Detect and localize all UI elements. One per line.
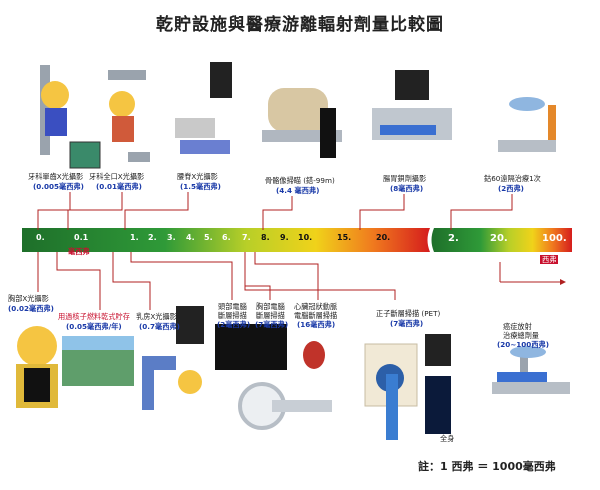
bone-scan-label: 骨骼像掃瞄 (鎝-99m)	[265, 176, 335, 185]
radiotherapy-illustration	[492, 346, 570, 394]
tick-msv-8: 7.	[242, 233, 251, 242]
tick-msv-4: 3.	[167, 233, 176, 242]
tick-sv-0: 2.	[448, 233, 459, 244]
barium-label: 腸胃鋇劑攝影	[383, 174, 427, 183]
dental-single-illustration	[40, 65, 101, 169]
chest-xray-child-illustration	[16, 326, 58, 408]
dose-scale-bar-sv	[431, 228, 572, 252]
tick-msv-12: 15.	[337, 233, 352, 242]
tick-msv-6: 5.	[204, 233, 213, 242]
chest-xray-dose: (0.02毫西弗)	[8, 304, 54, 313]
bottom-leaders	[37, 252, 560, 310]
dental-single-label: 牙科單齒X光攝影	[28, 172, 84, 181]
tick-sv-2: 100.	[542, 233, 567, 244]
lumbar-label: 腰脊X光攝影	[177, 172, 218, 181]
scale-unit-sv: 西弗	[540, 255, 559, 264]
dose-scale-bar	[22, 228, 430, 252]
cardiac-ct-dose: (16毫西弗)	[297, 320, 336, 329]
head-ct-label-1: 頭部電腦	[218, 302, 247, 311]
cobalt-dose: (2西弗)	[498, 184, 524, 193]
dental-single-dose: (0.005毫西弗)	[33, 182, 84, 191]
dry-storage-dose: (0.05毫西弗/年)	[66, 322, 122, 331]
diagram-title: 乾貯設施與醫療游離輻射劑量比較圖	[156, 15, 444, 35]
radiotherapy-dose: (20~100西弗)	[497, 340, 549, 349]
dry-storage-label: 用過核子燃料乾式貯存	[58, 312, 130, 321]
tick-msv-0: 0.	[36, 233, 45, 242]
mammo-label: 乳房X光攝影	[136, 312, 177, 321]
tick-msv-11: 10.	[298, 233, 313, 242]
cardiac-ct-label-2: 電腦斷層掃描	[294, 311, 338, 320]
tick-msv-7: 6.	[222, 233, 231, 242]
tick-msv-5: 4.	[186, 233, 195, 242]
dental-full-dose: (0.01毫西弗)	[96, 182, 142, 191]
cobalt-label: 鈷60遠隔治療1次	[484, 174, 541, 183]
top-leaders	[37, 192, 513, 230]
head-ct-dose: (2毫西弗)	[217, 320, 251, 329]
pet-label: 正子斷層掃描 (PET)	[376, 309, 441, 318]
head-ct-label-2: 斷層掃描	[218, 311, 247, 320]
bone-scan-illustration	[262, 88, 342, 158]
barium-meal-illustration	[372, 70, 452, 140]
cobalt60-illustration	[498, 97, 556, 152]
cardiac-ct-label-1: 心臟冠狀動脈	[294, 302, 338, 311]
pet-head-label: 頭部	[440, 366, 455, 375]
ct-scanner-illustration	[215, 324, 332, 430]
chest-ct-label-1: 胸部電腦	[256, 302, 285, 311]
tick-sv-1: 20.	[490, 233, 508, 244]
lumbar-xray-illustration	[175, 62, 232, 154]
pet-scanner-illustration	[364, 334, 451, 440]
chest-xray-label: 胸部X光攝影	[8, 294, 49, 303]
pet-body-label: 全身	[440, 434, 455, 443]
barium-dose: (8毫西弗)	[390, 184, 424, 193]
tick-msv-9: 8.	[261, 233, 270, 242]
tick-msv-3: 2.	[148, 233, 157, 242]
chest-ct-dose: (7毫西弗)	[255, 320, 289, 329]
tick-msv-10: 9.	[280, 233, 289, 242]
pet-dose: (7毫西弗)	[390, 319, 424, 328]
mammo-dose: (0.7毫西弗)	[139, 322, 180, 331]
dry-storage-illustration	[62, 336, 134, 386]
mammography-illustration	[142, 306, 204, 410]
dental-full-label: 牙科全口X光攝影	[89, 172, 145, 181]
unit-note: 註：1 西弗 ＝ 1000毫西弗	[418, 460, 556, 473]
scale-unit-msv: 毫西弗	[68, 247, 90, 256]
tick-msv-1: 0.1	[74, 233, 89, 242]
radiotherapy-label-1: 癌症放射	[503, 322, 532, 331]
bone-scan-dose: (4.4 毫西弗)	[276, 186, 320, 195]
tick-msv-2: 1.	[130, 233, 139, 242]
lumbar-dose: (1.5毫西弗)	[180, 182, 221, 191]
radiotherapy-label-2: 治療總劑量	[503, 331, 539, 340]
chest-ct-label-2: 斷層掃描	[256, 311, 285, 320]
dental-full-illustration	[108, 70, 150, 162]
tick-msv-13: 20.	[376, 233, 391, 242]
